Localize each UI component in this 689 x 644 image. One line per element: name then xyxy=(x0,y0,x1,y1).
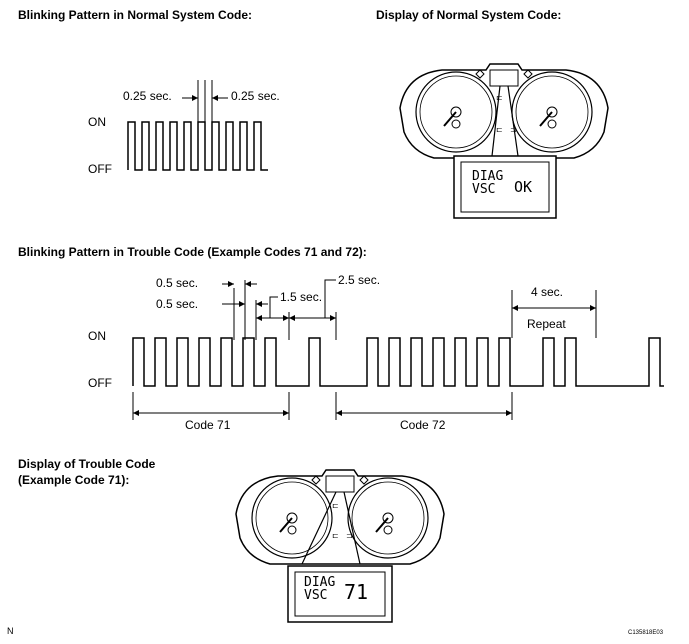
trouble-timing-d-label: 2.5 sec. xyxy=(338,273,381,287)
trouble-display-line1: DIAG xyxy=(304,575,336,590)
code1-label: Code 71 xyxy=(185,418,231,432)
normal-off-label: OFF xyxy=(88,162,112,176)
normal-display-callout xyxy=(453,155,557,219)
normal-on-label: ON xyxy=(88,115,106,129)
trouble-off-label: OFF xyxy=(88,376,112,390)
normal-display-heading: Display of Normal System Code: xyxy=(376,8,562,22)
trouble-blink-waveform xyxy=(132,337,664,387)
trouble-display-heading-line1: Display of Trouble Code xyxy=(18,457,156,471)
repeat-label: Repeat xyxy=(527,317,566,331)
svg-text:⊏: ⊏ xyxy=(496,93,503,102)
svg-text:⊏: ⊏ xyxy=(496,125,503,134)
trouble-display-callout xyxy=(287,565,393,623)
code2-label: Code 72 xyxy=(400,418,446,432)
trouble-timing-e-label: 4 sec. xyxy=(531,285,564,299)
svg-text:⊏: ⊏ xyxy=(332,501,339,510)
trouble-display-line2: VSC xyxy=(304,588,328,603)
trouble-timing-b-label: 0.5 sec. xyxy=(156,297,199,311)
normal-pattern-heading: Blinking Pattern in Normal System Code: xyxy=(18,8,253,22)
trouble-on-label: ON xyxy=(88,329,106,343)
trouble-display-text: DIAG VSC xyxy=(304,576,335,602)
normal-interval-markers xyxy=(182,80,228,128)
normal-display-line2: VSC xyxy=(472,182,496,197)
normal-blink-waveform xyxy=(127,121,268,171)
trouble-pattern-heading: Blinking Pattern in Trouble Code (Exampl… xyxy=(18,245,367,259)
normal-interval-left-label: 0.25 sec. xyxy=(123,89,172,103)
trouble-display-heading-line2: (Example Code 71): xyxy=(18,473,130,487)
normal-instrument-cluster: ⊏ ⊏ ⊐ xyxy=(399,63,609,159)
normal-display-text: DIAG VSC xyxy=(472,170,503,196)
trouble-timing-a-label: 0.5 sec. xyxy=(156,276,199,290)
trouble-instrument-cluster: ⊏ ⊏ ⊐ xyxy=(235,469,445,565)
figure-id: C135818E03 xyxy=(628,630,664,636)
normal-display-value: OK xyxy=(514,178,533,196)
normal-display-line1: DIAG xyxy=(472,169,504,184)
footer-mark: N xyxy=(7,626,14,636)
trouble-timing-markers xyxy=(132,279,597,420)
normal-interval-right-label: 0.25 sec. xyxy=(231,89,280,103)
svg-text:⊐: ⊐ xyxy=(346,531,353,540)
svg-text:⊐: ⊐ xyxy=(510,125,517,134)
svg-text:⊏: ⊏ xyxy=(332,531,339,540)
trouble-timing-c-label: 1.5 sec. xyxy=(280,290,323,304)
trouble-display-value: 71 xyxy=(344,580,369,604)
